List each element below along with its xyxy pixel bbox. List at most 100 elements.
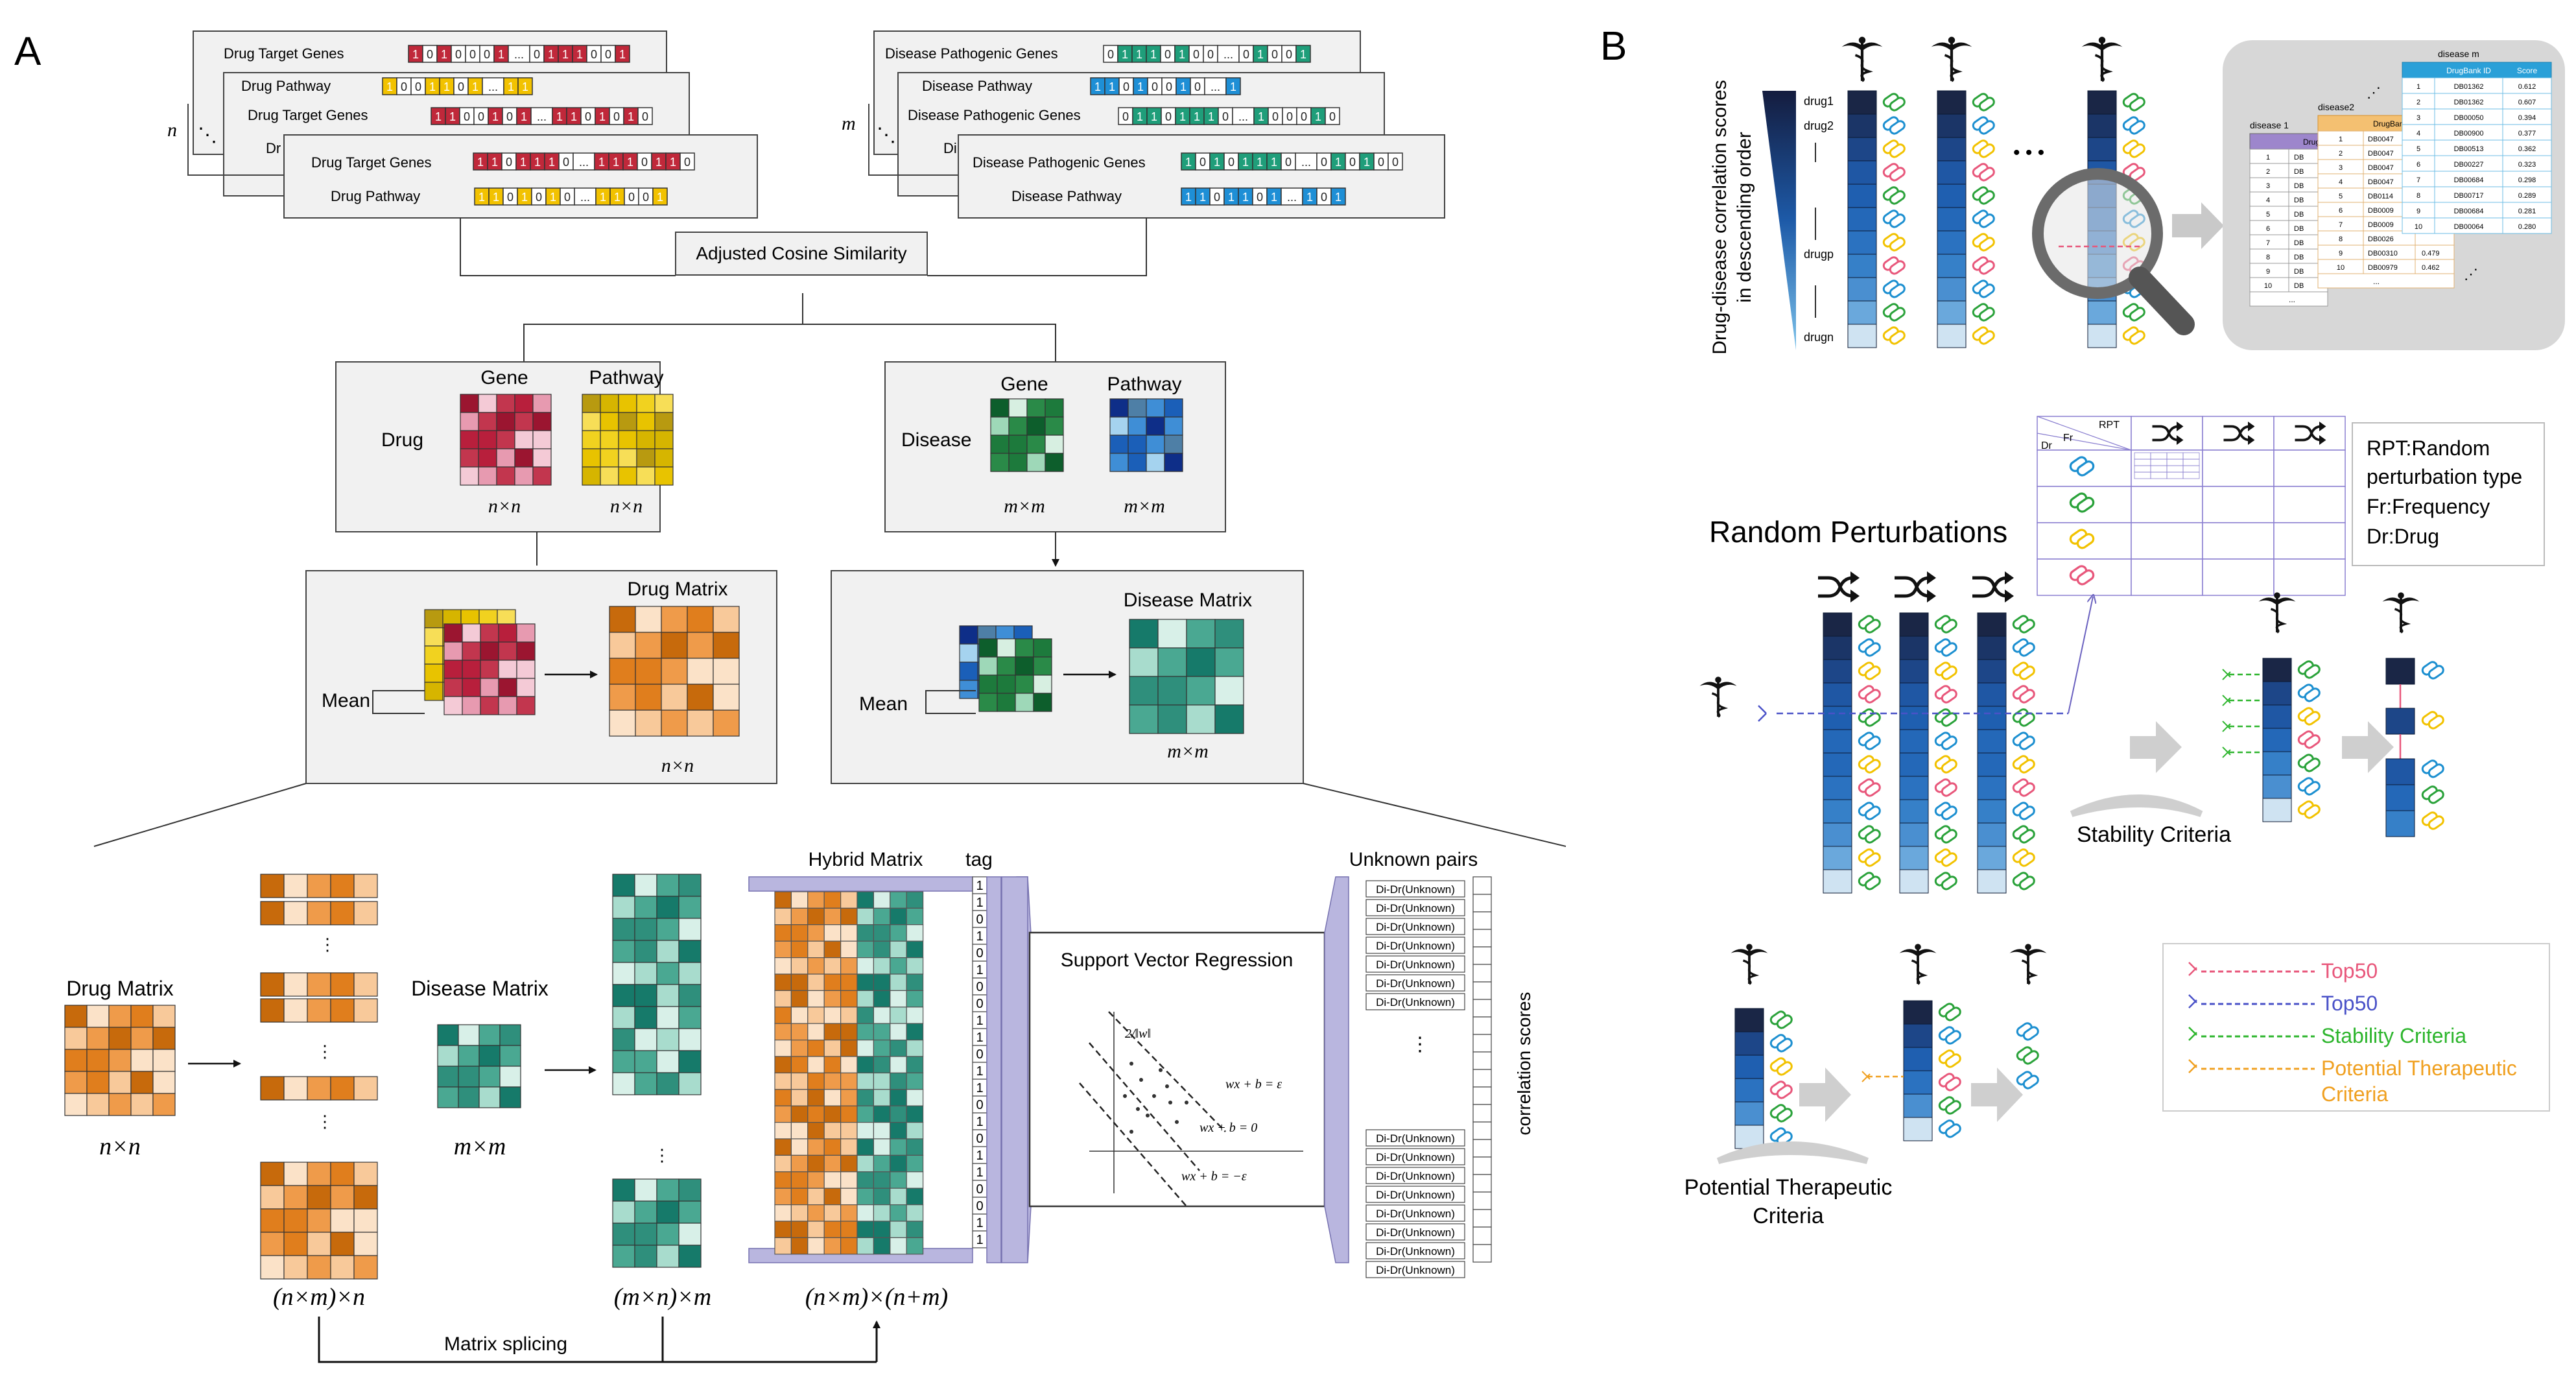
- potential-label-2: Criteria: [1753, 1204, 1824, 1228]
- matrix-cell: [654, 412, 674, 431]
- svr-points: [1123, 1062, 1188, 1134]
- matrix-cell: [906, 1089, 924, 1106]
- rank-cell: [1937, 137, 1967, 161]
- matrix-cell: [857, 1105, 874, 1123]
- matrix-cell: [1015, 656, 1034, 676]
- matrix-cell: [437, 1086, 459, 1108]
- matrix-cell: [678, 874, 702, 897]
- capsule-icon: [2076, 532, 2095, 549]
- matrix-cell: [890, 1237, 907, 1255]
- scissors-icon: [1758, 705, 1767, 722]
- bit-label: 1: [449, 110, 456, 123]
- similarity-box: [675, 232, 928, 276]
- capsule-icon: [2129, 97, 2145, 112]
- matrix-cell: [600, 448, 619, 468]
- rank-cell: [1847, 207, 1877, 232]
- caduceus-top: [1858, 36, 1866, 44]
- rpt-corner-left: Dr: [2041, 440, 2053, 451]
- matrix-cell: [478, 394, 497, 413]
- matrix-cell: [654, 448, 674, 468]
- matrix-cell: [1214, 619, 1244, 649]
- drug-card-back1-pathway-label: Drug Pathway: [241, 78, 331, 94]
- capsule-icon: [1864, 735, 1881, 750]
- table2-header: DrugBan: [2373, 119, 2404, 128]
- rpt-corner-mid: Fr: [2063, 433, 2074, 444]
- unknown-pair-cell: [1365, 1204, 1465, 1222]
- matrix-cell: [807, 940, 825, 959]
- capsule-icon: [1944, 1100, 1961, 1115]
- rank-cell: [1899, 752, 1929, 777]
- unknown-pair-label: Di-Dr(Unknown): [1376, 921, 1455, 933]
- bit-label: 1: [1315, 110, 1321, 123]
- matrix-cell: [873, 891, 891, 909]
- capsule-icon: [2428, 665, 2444, 680]
- rank-cell: [1823, 822, 1852, 847]
- unknown-pair-cell: [1365, 1167, 1465, 1184]
- drug-stack-dots: ⋱: [198, 125, 217, 146]
- shuffle-arrow: [2005, 590, 2014, 603]
- matrix-cell: [496, 448, 515, 468]
- unknown-pair-cell: [1365, 880, 1465, 898]
- capsule-icon: [1864, 665, 1881, 680]
- capsule-icon: [1889, 143, 1906, 158]
- matrix-cell: [873, 1204, 891, 1222]
- score-cell: [1472, 999, 1492, 1018]
- table1-dots: ...: [2289, 295, 2295, 304]
- matrix-cell: [654, 466, 674, 486]
- matrix-cell: [906, 1056, 924, 1073]
- matrix-cell: [807, 957, 825, 975]
- matrix-cell: [656, 1245, 679, 1268]
- capsule-icon: [2018, 759, 2035, 774]
- table3-value: 0.323: [2518, 161, 2536, 169]
- disease-matrix: [1129, 619, 1244, 734]
- matrix-cell: [130, 1005, 154, 1028]
- rank-cell: [1847, 160, 1877, 185]
- matrix-cell: [790, 1121, 809, 1139]
- bottom-drug-matrix: [64, 1005, 176, 1116]
- matrix-cell: [873, 957, 891, 975]
- matrix-cell: [807, 907, 825, 925]
- matrix-cell: [443, 641, 463, 661]
- grey-arrow-3: [1799, 1068, 1851, 1122]
- disease-matrix-title: Disease Matrix: [1124, 590, 1252, 611]
- table1-header: Drug: [2303, 137, 2320, 147]
- capsule-icon: [2076, 496, 2095, 513]
- disease-similarity-row-label: Disease: [901, 429, 971, 451]
- bit-label: 1: [627, 156, 633, 169]
- matrix-cell: [1109, 416, 1129, 436]
- rpt-table-cell: [2202, 416, 2275, 451]
- bit-label: 1: [472, 80, 479, 93]
- matrix-cell: [86, 1027, 110, 1050]
- matrix-cell: [1157, 619, 1187, 649]
- table3-value: 8: [2416, 192, 2420, 200]
- matrix-cell: [678, 1245, 702, 1268]
- shuffle-arrow: [2177, 422, 2184, 431]
- matrix-cell: [1128, 435, 1147, 454]
- matrix-cell: [656, 1200, 679, 1224]
- matrix-cell: [890, 1154, 907, 1173]
- matrix-cell: [790, 1221, 809, 1238]
- disease-mean-bracket: [925, 690, 976, 714]
- rank-cell: [2262, 704, 2292, 729]
- table3-value: 0.281: [2518, 208, 2536, 215]
- matrix-cell: [634, 1178, 657, 1202]
- capsule-icon: [1889, 283, 1906, 298]
- drug-pathway-similarity-matrix: [582, 394, 674, 486]
- rpt-legend-line2: perturbation type: [2367, 465, 2522, 488]
- matrix-cell: [890, 1056, 907, 1073]
- matrix-cell: [612, 1072, 635, 1095]
- rank-cell: [2262, 681, 2292, 706]
- matrix-cell: [330, 1255, 355, 1280]
- table2-index: 5: [2339, 193, 2343, 200]
- rank-cell: [1899, 799, 1929, 824]
- magnifier-handle-icon: [2129, 267, 2195, 335]
- bit-label: 1: [598, 156, 605, 169]
- table3-cell: [2402, 171, 2435, 187]
- matrix-cell: [498, 678, 517, 697]
- rank-cell: [1847, 184, 1877, 208]
- disease-card-back1-partial: Di: [943, 140, 957, 156]
- matrix-cell: [774, 1237, 792, 1255]
- matrix-cell: [496, 394, 515, 413]
